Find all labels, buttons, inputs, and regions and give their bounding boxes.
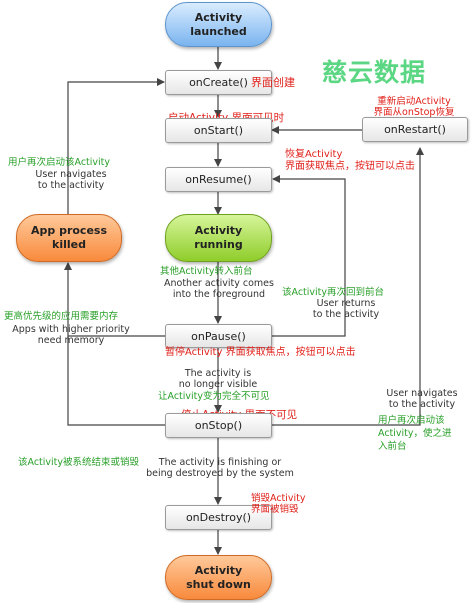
- destroy-note: 销毁Activity 界面被销毁: [251, 493, 306, 515]
- on-start-box: onStart(): [165, 118, 272, 143]
- watermark-logo: 慈云数据: [322, 58, 427, 87]
- arrow-stop-killed: [67, 336, 165, 426]
- arrow-killed-create: [67, 78, 165, 215]
- on-restart-box: onRestart(): [362, 117, 468, 142]
- resume-note: 恢复Activity 界面获取焦点，按钮可以点击: [285, 149, 415, 172]
- returns-en-label: User returns to the activity: [312, 298, 380, 320]
- user-nav-en-label: User navigates to the activity: [35, 169, 107, 191]
- user-nav-cn-label: 用户再次启动该Activity: [8, 157, 111, 168]
- another-en-label: Another activity comes into the foregrou…: [164, 278, 274, 300]
- on-stop-box: onStop(): [165, 413, 272, 438]
- create-note: 界面创建: [251, 76, 295, 89]
- pause-note: 暂停Activity 界面获取焦点，按钮可以点击: [165, 347, 356, 358]
- returns-cn-label: 该Activity再次回到前台: [282, 287, 385, 298]
- restart-note: 重新启动Activity 界面从onStop恢复: [373, 96, 455, 118]
- arrow-stop-restart: [272, 147, 424, 426]
- finishing-en-label: The activity is finishing or being destr…: [146, 457, 294, 479]
- priority-cn-label: 更高优先级的应用需要内存: [4, 311, 119, 322]
- another-cn-label: 其他Activity转入前台: [160, 266, 253, 277]
- on-destroy-box: onDestroy(): [165, 505, 272, 530]
- finishing-cn-label: 该Activity被系统结束或销毁: [18, 457, 140, 468]
- on-resume-box: onResume(): [165, 167, 272, 192]
- nav-right-cn-label: 用户再次启动该 Activity，使之进 入前台: [378, 415, 452, 452]
- activity-launched-node: Activity launched: [165, 2, 272, 47]
- activity-running-node: Activity running: [165, 214, 272, 262]
- nav-right-en-label: User navigates to the activity: [386, 388, 458, 410]
- on-create-box: onCreate(): [165, 70, 272, 95]
- not-visible-en-label: The activity is no longer visible: [178, 368, 258, 390]
- on-pause-box: onPause(): [165, 324, 272, 348]
- arrow-pause-resume: [272, 175, 346, 337]
- priority-en-label: Apps with higher priority need memory: [12, 324, 130, 346]
- not-visible-cn-label: 让Activity变为完全不可见: [158, 391, 270, 402]
- activity-shut-down-node: Activity shut down: [165, 555, 272, 600]
- process-killed-node: App process killed: [16, 214, 122, 262]
